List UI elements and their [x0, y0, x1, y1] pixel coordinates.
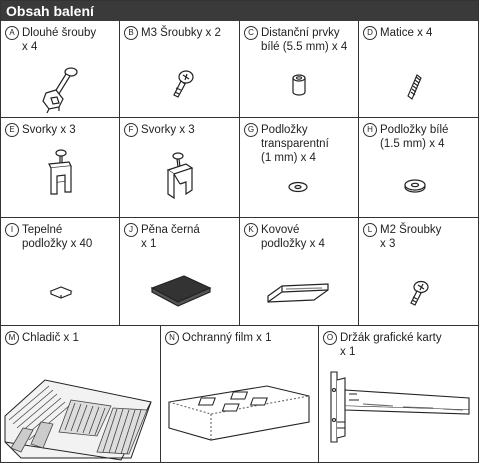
- part-label: Kovové podložky x 4: [261, 224, 325, 250]
- part-label: Podložky bílé (1.5 mm) x 4: [380, 124, 449, 150]
- part-label: Svorky x 3: [22, 124, 76, 136]
- part-label: Dlouhé šrouby x 4: [22, 27, 97, 53]
- long-screw-with-nut-icon: [42, 67, 78, 114]
- part-letter: J: [124, 223, 138, 237]
- part-label: Ochranný film x 1: [182, 332, 272, 344]
- part-letter: A: [5, 26, 19, 40]
- spring-nut-icon: [407, 74, 422, 100]
- part-letter: K: [244, 223, 258, 237]
- part-letter: O: [323, 331, 337, 345]
- protective-film-icon: [168, 385, 310, 441]
- part-letter: L: [363, 223, 377, 237]
- part-label: Držák grafické karty x 1: [340, 332, 442, 358]
- part-letter: N: [165, 331, 179, 345]
- part-label: M3 Šroubky x 2: [141, 27, 221, 39]
- part-letter: D: [363, 26, 377, 40]
- metal-shim-icon: [267, 283, 329, 303]
- part-label: Pěna černá x 1: [141, 224, 200, 250]
- part-label: Distanční prvky bílé (5.5 mm) x 4: [261, 27, 348, 53]
- part-letter: M: [5, 331, 19, 345]
- part-letter: B: [124, 26, 138, 40]
- part-label: Tepelné podložky x 40: [22, 224, 93, 250]
- part-letter: C: [244, 26, 258, 40]
- part-letter: I: [5, 223, 19, 237]
- part-letter: E: [5, 123, 19, 137]
- part-label: Matice x 4: [380, 27, 433, 39]
- washer-white-icon: [404, 179, 426, 193]
- black-foam-icon: [150, 275, 212, 307]
- part-letter: G: [244, 123, 258, 137]
- section-header: Obsah balení: [1, 1, 478, 21]
- gpu-bracket-icon: [330, 371, 470, 443]
- m2-screw-icon: [410, 280, 429, 306]
- clamp-icon: [48, 149, 72, 195]
- part-label: Svorky x 3: [141, 124, 195, 136]
- part-letter: H: [363, 123, 377, 137]
- part-label: Chladič x 1: [22, 332, 79, 344]
- part-label: Podložky transparentní (1 mm) x 4: [261, 124, 329, 164]
- spacer-icon: [292, 74, 306, 96]
- washer-transparent-icon: [288, 181, 308, 193]
- part-label: M2 Šroubky x 3: [380, 224, 442, 250]
- part-letter: F: [124, 123, 138, 137]
- m3-screw-icon: [173, 70, 194, 98]
- heatsink-icon: [4, 379, 152, 461]
- clamp-angled-icon: [166, 152, 194, 200]
- thermal-pad-icon: [49, 286, 73, 299]
